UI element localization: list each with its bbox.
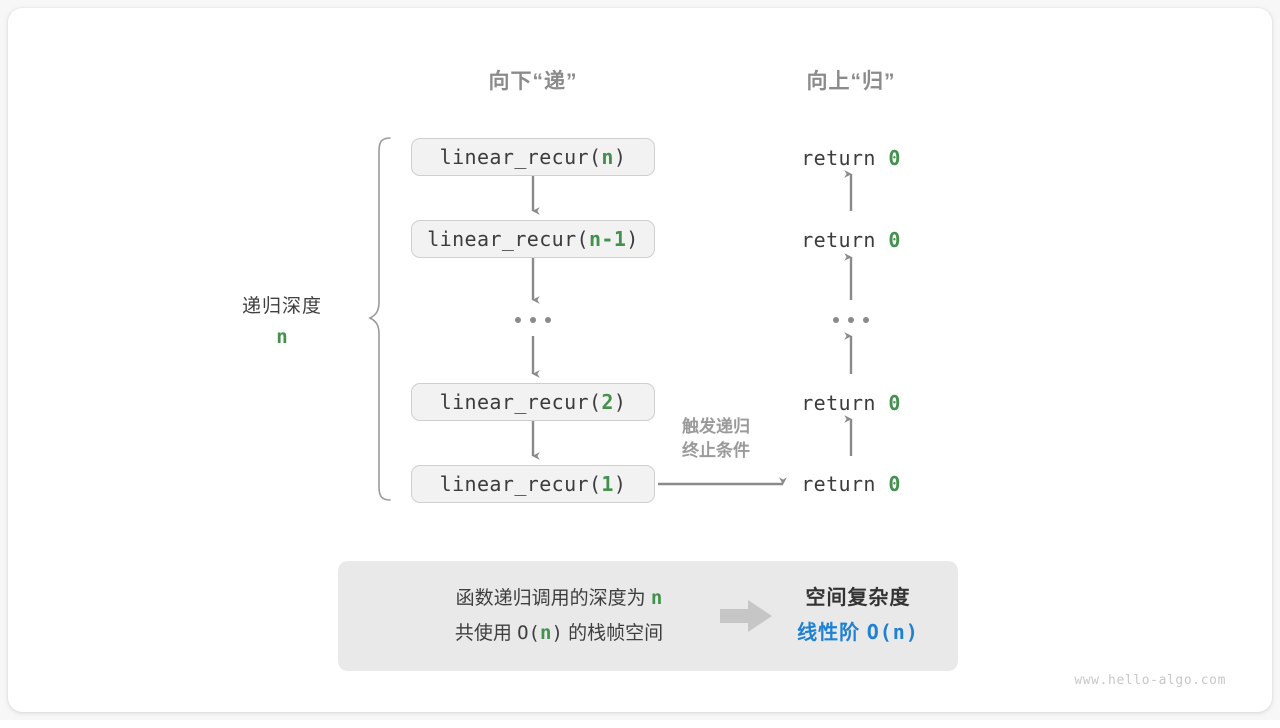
column-header-ascend: 向上“归” [806,70,896,93]
return-value: 0 [888,228,901,252]
summary-line-2-prefix: 共使用 [454,623,518,644]
call-box-1: linear_recur(1) [411,465,655,503]
call-box-arg: 2 [601,390,614,414]
summary-line-2-suffix: 的栈帧空间 [562,623,664,644]
summary-line-2-close: ) [551,622,563,644]
summary-conclusion: 空间复杂度 线性阶 O(n) [768,581,948,650]
call-box-arg: 1 [601,472,614,496]
call-box-arg: n-1 [588,227,627,251]
call-box-close: ) [613,390,627,414]
return-value: 0 [888,472,901,496]
return-value: 0 [888,391,901,415]
call-box-name: linear_recur( [439,390,602,414]
summary-line-2-var: n [539,622,552,644]
call-box-name: linear_recur( [439,145,602,169]
call-box-close: ) [613,472,627,496]
dot [863,317,869,323]
summary-line-1-text: 函数递归调用的深度为 [455,588,651,609]
summary-line-1: 函数递归调用的深度为 n [364,581,754,616]
dot [545,317,551,323]
call-box-close: ) [626,227,639,251]
summary-panel: 函数递归调用的深度为 n 共使用 O(n) 的栈帧空间 空间复杂度 线性阶 O(… [338,561,958,671]
dot [833,317,839,323]
terminate-note-line1: 触发递归 [682,417,750,436]
dot [515,317,521,323]
dot [530,317,536,323]
terminate-note-line2: 终止条件 [682,441,750,460]
ellipsis-right-column [833,317,869,323]
return-label-1: return 0 [801,472,901,496]
summary-line-2-open: O( [517,622,540,644]
ellipsis-left-column [515,317,551,323]
return-keyword: return [801,228,889,252]
recursion-depth-brace [368,137,391,501]
return-label-2: return 0 [801,391,901,415]
recursion-depth-value: n [276,326,288,348]
dot [848,317,854,323]
return-value: 0 [888,146,901,170]
call-box-arg: n [601,145,614,169]
call-box-close: ) [613,145,627,169]
summary-conclusion-label: 线性阶 [797,622,867,644]
summary-conclusion-value: 线性阶 O(n) [768,615,948,650]
diagram-card: 向下“递” 向上“归” 递归深度 n linear_recur(n) linea… [8,8,1272,712]
return-keyword: return [801,391,889,415]
watermark: www.hello-algo.com [1074,673,1226,688]
summary-conclusion-notation: O(n) [866,620,919,644]
terminate-condition-note: 触发递归 终止条件 [682,415,750,463]
summary-description: 函数递归调用的深度为 n 共使用 O(n) 的栈帧空间 [364,581,754,651]
call-box-n: linear_recur(n) [411,138,655,176]
return-keyword: return [801,472,889,496]
return-label-n: return 0 [801,146,901,170]
summary-conclusion-title: 空间复杂度 [805,587,911,609]
return-label-n-minus-1: return 0 [801,228,901,252]
return-keyword: return [801,146,889,170]
call-box-name: linear_recur( [427,227,589,251]
summary-line-1-var: n [650,587,663,609]
column-header-descend: 向下“递” [488,70,578,93]
recursion-depth-label: 递归深度 [241,296,323,317]
call-box-n-minus-1: linear_recur(n-1) [411,220,655,258]
arrow-right-icon [720,600,772,632]
summary-line-2: 共使用 O(n) 的栈帧空间 [364,616,754,651]
call-box-2: linear_recur(2) [411,383,655,421]
call-box-name: linear_recur( [439,472,602,496]
